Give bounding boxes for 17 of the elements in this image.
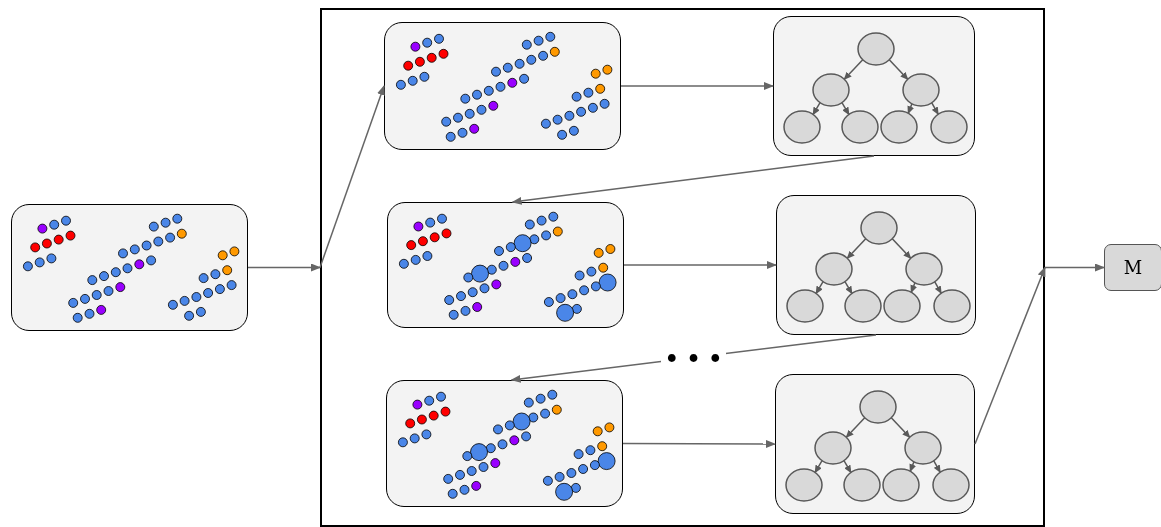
arrow [974,266,1046,445]
tree-panel [773,16,975,156]
arrow [623,261,777,269]
frame-box [320,8,1045,527]
arrow [1044,263,1105,272]
dot-cloud-panel [384,22,621,150]
arrow [511,155,875,205]
arrow [319,85,385,269]
arrow [620,82,774,90]
dot-cloud-panel [387,202,624,328]
tree-panel [775,374,975,514]
model-box: M [1104,244,1161,291]
tree-panel [776,195,976,335]
dot-cloud-panel [386,380,623,507]
arrow [622,439,776,448]
arrow [247,263,321,272]
dot-cloud-panel [11,204,248,331]
